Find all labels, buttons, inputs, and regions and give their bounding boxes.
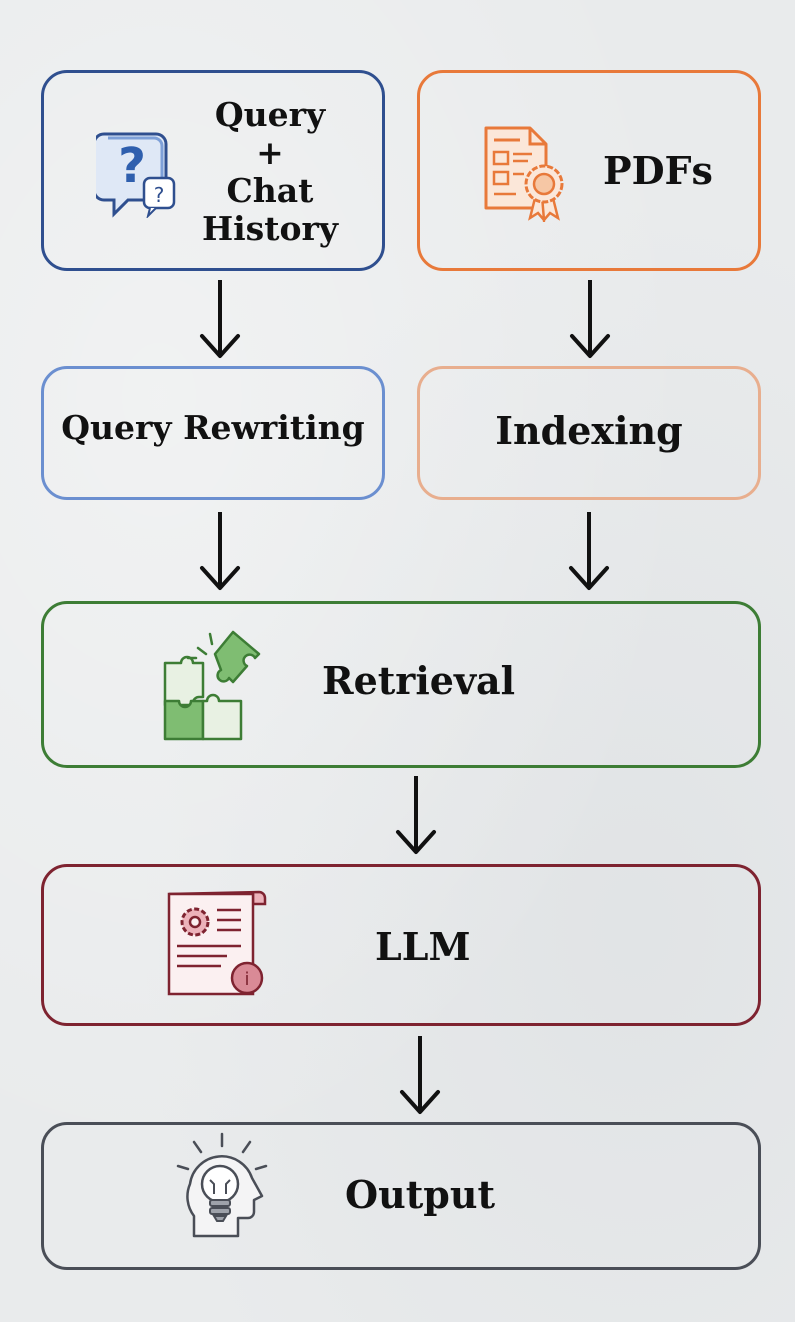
settings-document-icon: i: [165, 890, 267, 1002]
query-rewriting-box: [41, 366, 385, 500]
query-rewriting-label: Query Rewriting: [61, 408, 365, 447]
chat-line: Chat: [226, 171, 314, 210]
output-box: [41, 1122, 761, 1270]
arrow-retrieval-to-llm: [396, 776, 436, 854]
arrow-indexing-to-retrieval: [569, 512, 609, 590]
history-line: History: [201, 209, 339, 248]
pdfs-label: PDFs: [603, 148, 713, 193]
retrieval-box: [41, 601, 761, 768]
query-chat-history-label: Query + Chat History: [190, 96, 350, 248]
llm-box: [41, 864, 761, 1026]
output-label: Output: [345, 1172, 496, 1217]
question-chat-icon: ? ?: [92, 128, 180, 222]
svg-text:i: i: [244, 969, 249, 990]
arrow-query-to-rewriting: [200, 280, 240, 358]
query-line: Query: [214, 95, 326, 134]
pdfs-box: [417, 70, 761, 271]
idea-head-icon: [172, 1132, 274, 1268]
svg-text:?: ?: [154, 183, 165, 207]
arrow-rewriting-to-retrieval: [200, 512, 240, 590]
svg-text:?: ?: [118, 138, 146, 194]
indexing-label: Indexing: [495, 408, 683, 453]
plus-line: +: [256, 133, 284, 172]
retrieval-label: Retrieval: [322, 658, 516, 703]
arrow-pdfs-to-indexing: [570, 280, 610, 358]
puzzle-icon: [160, 628, 272, 746]
certificate-document-icon: [480, 124, 572, 226]
arrow-llm-to-output: [400, 1036, 440, 1114]
indexing-box: [417, 366, 761, 500]
llm-label: LLM: [375, 924, 471, 969]
query-chat-history-box: [41, 70, 385, 271]
